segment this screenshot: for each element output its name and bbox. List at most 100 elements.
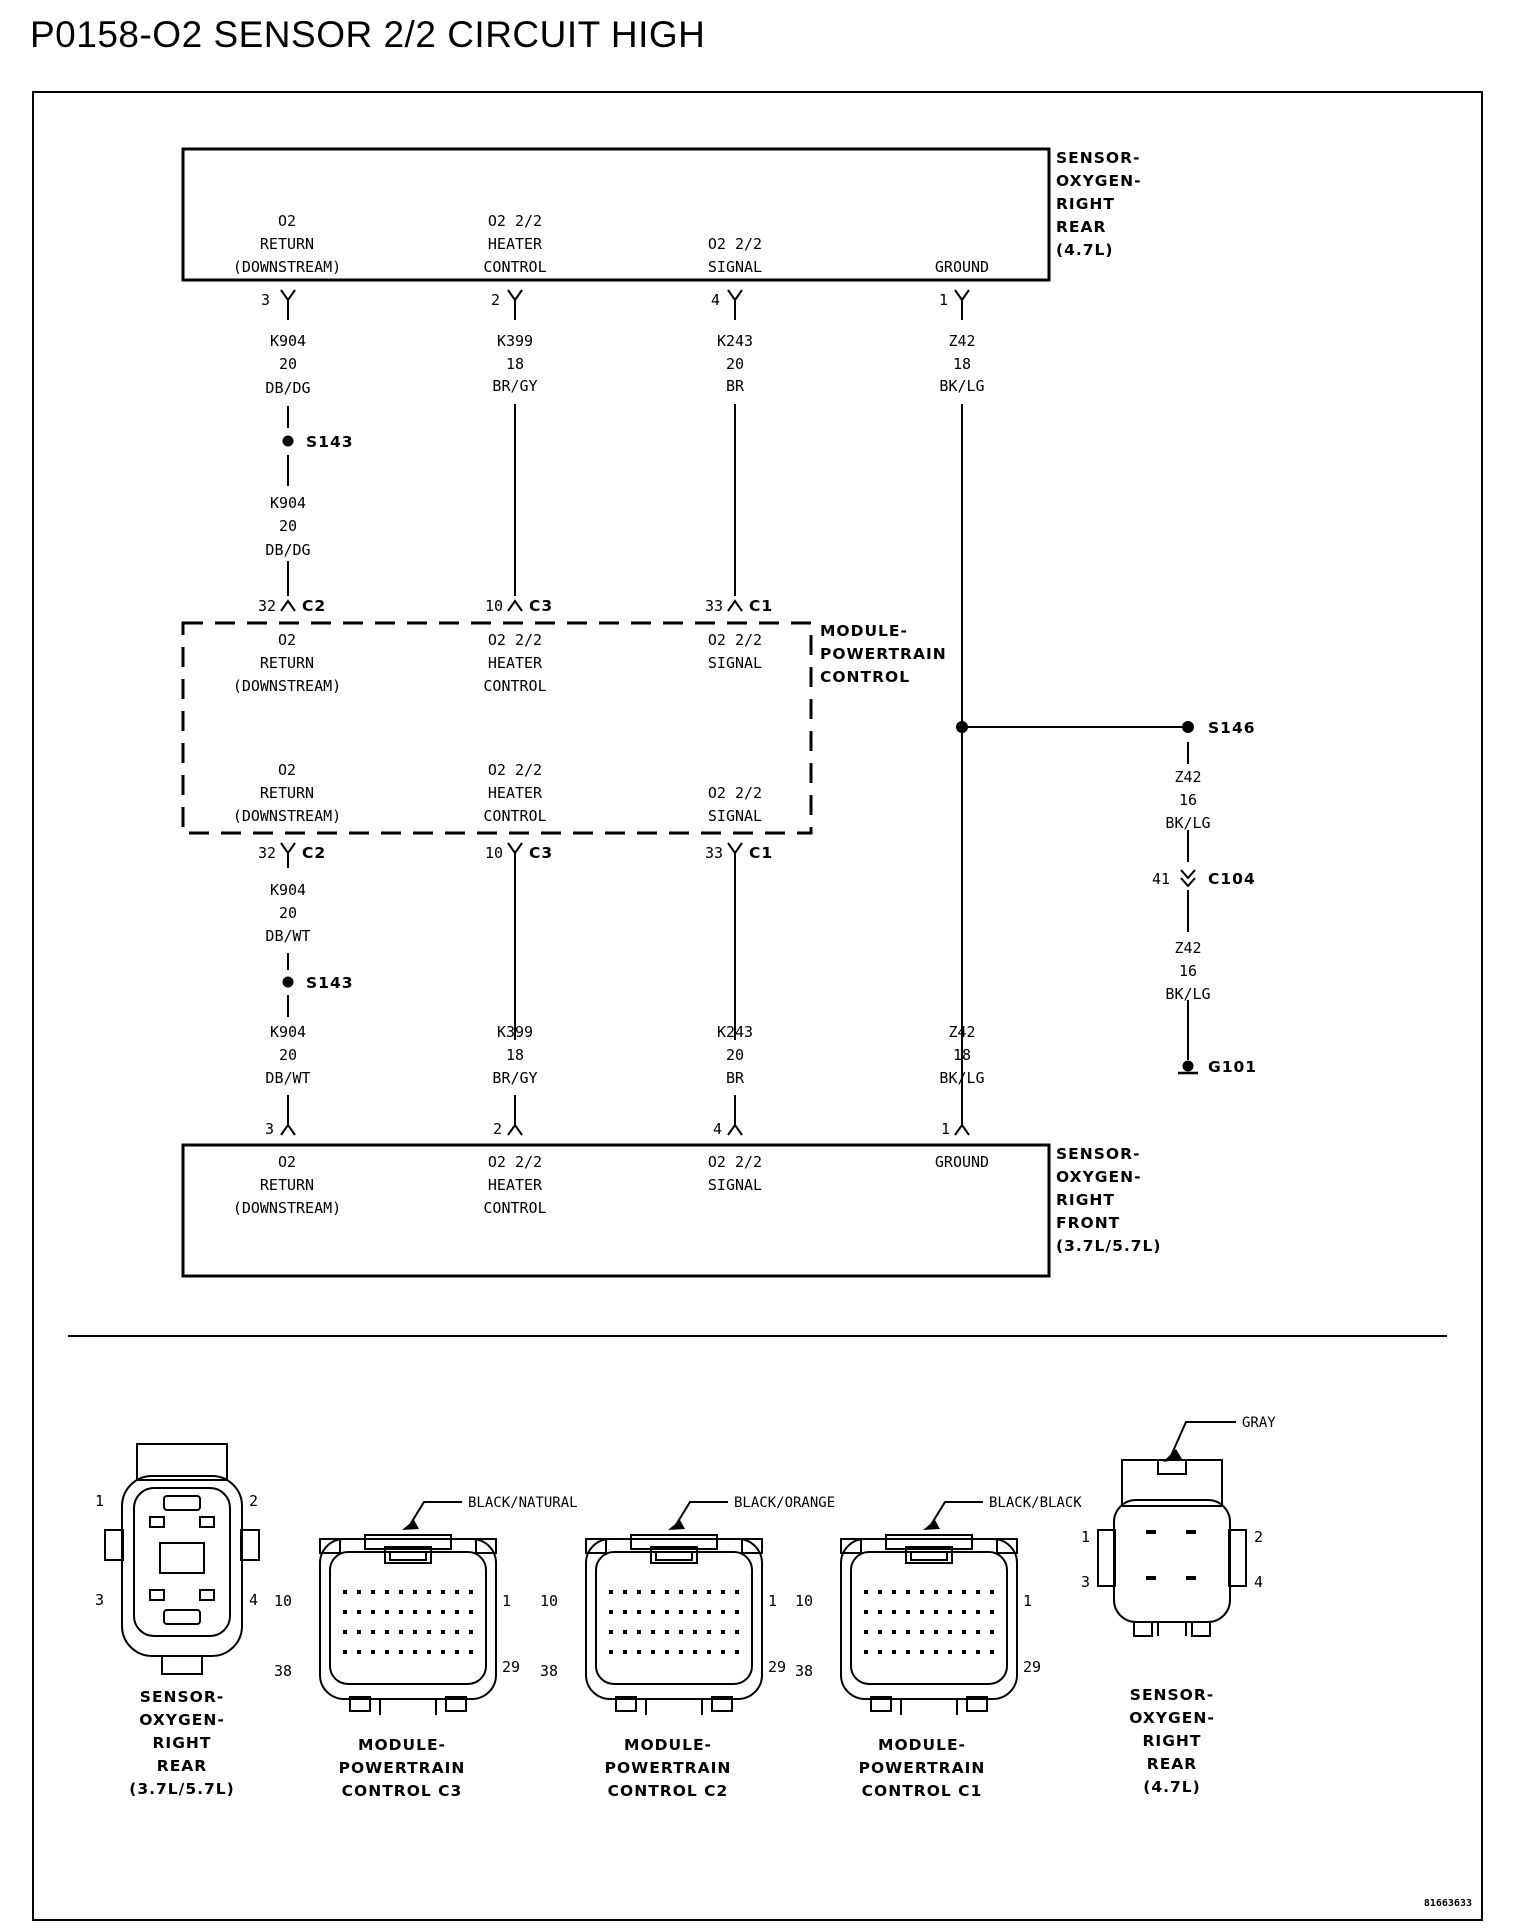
- svg-text:20: 20: [279, 1046, 297, 1064]
- svg-text:18: 18: [506, 1046, 524, 1064]
- svg-text:GROUND: GROUND: [935, 1153, 989, 1171]
- connector-view-pcm-c2: [585, 1501, 763, 1715]
- svg-text:BK/LG: BK/LG: [939, 1069, 984, 1087]
- svg-text:K904: K904: [270, 494, 306, 512]
- connector-label: C1: [749, 844, 773, 862]
- svg-text:SIGNAL: SIGNAL: [708, 1176, 762, 1194]
- svg-text:RIGHT: RIGHT: [1056, 1191, 1115, 1209]
- diagram-frame: [32, 91, 1483, 1921]
- pin-number: 4: [713, 1120, 722, 1138]
- svg-text:POWERTRAIN: POWERTRAIN: [605, 1759, 732, 1777]
- sensor-front-box: O2 RETURN (DOWNSTREAM) O2 2/2 HEATER CON…: [181, 1143, 1051, 1278]
- svg-text:K904: K904: [270, 1023, 306, 1041]
- wire-label-k904-bottom: K904 20 DB/WT: [265, 1023, 310, 1087]
- component-label: OXYGEN-: [1056, 172, 1142, 190]
- svg-text:MODULE-: MODULE-: [358, 1736, 446, 1754]
- svg-text:RIGHT: RIGHT: [1143, 1732, 1202, 1750]
- wire-label-k904-mid: K904 20 DB/DG: [265, 494, 310, 559]
- svg-text:SIGNAL: SIGNAL: [708, 654, 762, 672]
- pin-number: 3: [265, 1120, 274, 1138]
- wire-label-k243-bottom: K243 20 BR: [717, 1023, 753, 1087]
- pin-label: CONTROL: [483, 258, 546, 276]
- pin-number: 2: [1254, 1528, 1263, 1546]
- svg-text:CONTROL: CONTROL: [483, 677, 546, 695]
- pin-number: 10: [274, 1592, 292, 1610]
- caption-sensor-rear-37: SENSOR- OXYGEN- RIGHT REAR (3.7L/5.7L): [129, 1688, 234, 1798]
- pin-number: 32: [258, 597, 276, 615]
- sensor-rear-box: O2 RETURN (DOWNSTREAM) O2 2/2 HEATER CON…: [181, 147, 1051, 282]
- sensor-front-name: SENSOR- OXYGEN- RIGHT FRONT (3.7L/5.7L): [1056, 1145, 1161, 1255]
- svg-text:BR: BR: [726, 1069, 745, 1087]
- svg-text:16: 16: [1179, 962, 1197, 980]
- pin-label: SIGNAL: [708, 258, 762, 276]
- wire-label-k904-top: K904 20 DB/DG: [265, 332, 310, 397]
- svg-text:BK/LG: BK/LG: [1165, 814, 1210, 832]
- svg-text:BR/GY: BR/GY: [492, 1069, 537, 1087]
- svg-text:16: 16: [1179, 791, 1197, 809]
- pin-label: O2: [278, 212, 296, 230]
- pin-number: 3: [95, 1591, 104, 1609]
- pin-number: 10: [485, 597, 503, 615]
- svg-text:O2 2/2: O2 2/2: [488, 761, 542, 779]
- pin-number: 33: [705, 844, 723, 862]
- pin-number: 1: [502, 1592, 511, 1610]
- connector-label: C2: [302, 844, 326, 862]
- pin-number: 4: [1254, 1573, 1263, 1591]
- pin-number: 4: [711, 291, 720, 309]
- svg-text:BK/LG: BK/LG: [1165, 985, 1210, 1003]
- wires-upper: [287, 404, 963, 1127]
- svg-text:SENSOR-: SENSOR-: [1130, 1686, 1214, 1704]
- svg-text:RETURN: RETURN: [260, 1176, 314, 1194]
- pin-label: O2 2/2: [488, 212, 542, 230]
- color-label: BLACK/NATURAL: [468, 1495, 578, 1511]
- pin-number: 2: [493, 1120, 502, 1138]
- svg-text:DB/DG: DB/DG: [265, 541, 310, 559]
- svg-text:K904: K904: [270, 881, 306, 899]
- pin-number: 38: [540, 1662, 558, 1680]
- splice-dot: [956, 721, 968, 733]
- caption-pcm-c1: MODULE- POWERTRAIN CONTROL C1: [859, 1736, 985, 1800]
- svg-text:O2 2/2: O2 2/2: [488, 1153, 542, 1171]
- connector-label: C2: [302, 597, 326, 615]
- wire-label-k243-top: K243 20 BR: [717, 332, 753, 395]
- pin-number: 32: [258, 844, 276, 862]
- splice-label: S143: [306, 433, 354, 451]
- pin-number: 41: [1152, 870, 1170, 888]
- pin-number: 3: [1081, 1573, 1090, 1591]
- pin-number: 33: [705, 597, 723, 615]
- pin-label: RETURN: [260, 235, 314, 253]
- svg-text:SIGNAL: SIGNAL: [708, 807, 762, 825]
- splice-dot: [282, 976, 294, 988]
- pin-number: 38: [274, 1662, 292, 1680]
- pin-number: 2: [491, 291, 500, 309]
- svg-text:18: 18: [506, 355, 524, 373]
- svg-text:O2 2/2: O2 2/2: [488, 631, 542, 649]
- svg-text:CONTROL: CONTROL: [483, 1199, 546, 1217]
- connector-view-pcm-c1: [840, 1501, 1018, 1715]
- svg-text:RETURN: RETURN: [260, 654, 314, 672]
- wire-label-z42-bottom: Z42 18 BK/LG: [939, 1023, 984, 1087]
- svg-text:SENSOR-: SENSOR-: [140, 1688, 224, 1706]
- svg-text:REAR: REAR: [1147, 1755, 1197, 1773]
- wire-label-z42-16-b: Z42 16 BK/LG: [1165, 939, 1210, 1003]
- pin-number: 3: [261, 291, 270, 309]
- svg-text:O2 2/2: O2 2/2: [708, 631, 762, 649]
- svg-text:K243: K243: [717, 1023, 753, 1041]
- svg-text:(DOWNSTREAM): (DOWNSTREAM): [233, 677, 341, 695]
- svg-text:BR: BR: [726, 377, 745, 395]
- svg-text:(4.7L): (4.7L): [1143, 1778, 1201, 1796]
- svg-text:O2: O2: [278, 761, 296, 779]
- pin-number: 1: [941, 1120, 950, 1138]
- svg-text:K904: K904: [270, 332, 306, 350]
- color-label: BLACK/ORANGE: [734, 1495, 835, 1511]
- splice-dot: [1182, 721, 1194, 733]
- svg-text:MODULE-: MODULE-: [878, 1736, 966, 1754]
- pin-number: 2: [249, 1492, 258, 1510]
- splice-label: S143: [306, 974, 354, 992]
- wire-label-z42-top: Z42 18 BK/LG: [939, 332, 984, 395]
- svg-text:MODULE-: MODULE-: [624, 1736, 712, 1754]
- caption-pcm-c2: MODULE- POWERTRAIN CONTROL C2: [605, 1736, 732, 1800]
- splice-label: G101: [1208, 1058, 1257, 1076]
- connector-label: C3: [529, 597, 553, 615]
- svg-text:OXYGEN-: OXYGEN-: [1056, 1168, 1142, 1186]
